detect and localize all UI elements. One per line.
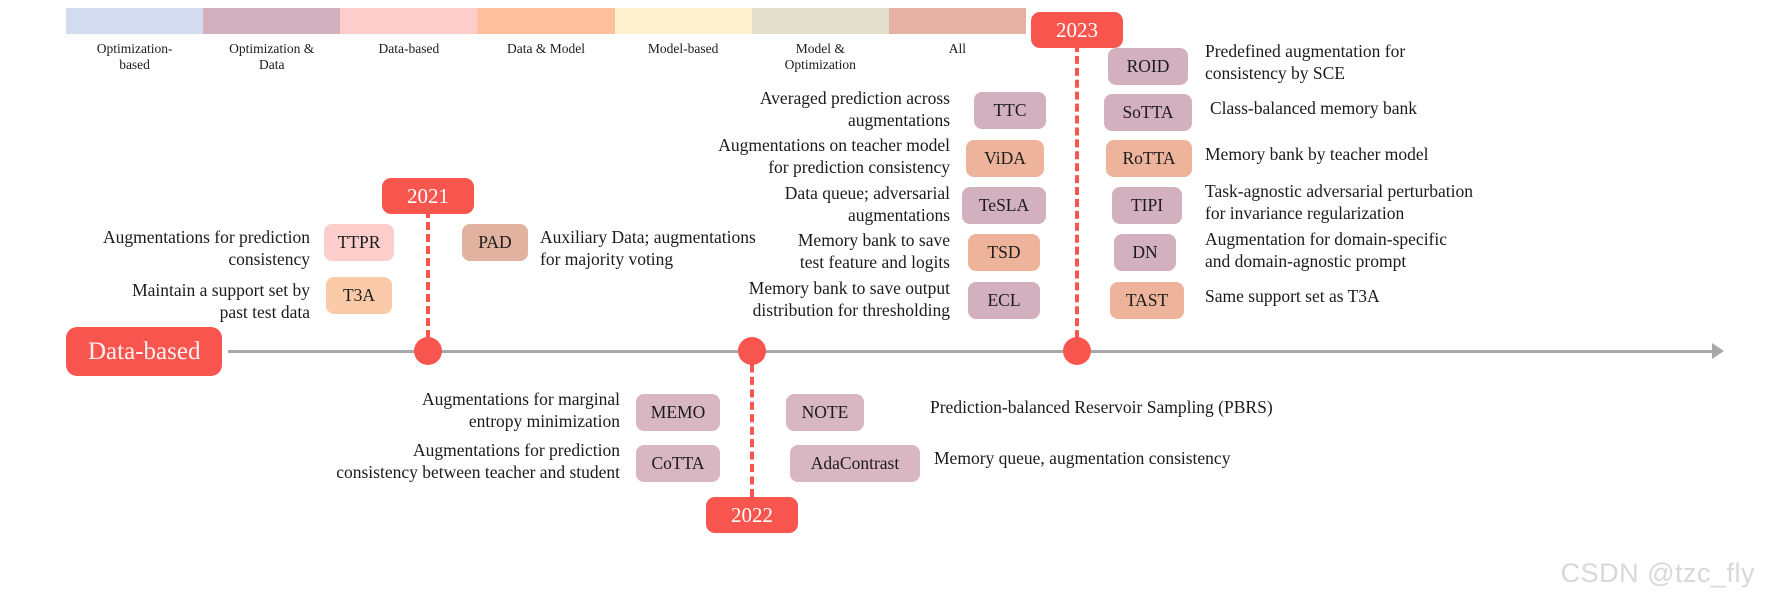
method-pill-vida[interactable]: ViDA	[966, 140, 1044, 177]
method-pill-ecl[interactable]: ECL	[968, 282, 1040, 319]
method-description-tast: Same support set as T3A	[1205, 286, 1380, 306]
method-description-adacontrast: Memory queue, augmentation consistency	[934, 448, 1231, 468]
method-pill-tast[interactable]: TAST	[1110, 282, 1184, 319]
method-description-rotta: Memory bank by teacher model	[1205, 144, 1429, 164]
method-pill-note[interactable]: NOTE	[786, 394, 864, 431]
legend-labels: Optimization-based Optimization &Data Data…	[66, 41, 1026, 73]
legend-swatch-0	[66, 8, 204, 34]
year-connector-2022	[750, 352, 754, 497]
method-pill-memo[interactable]: MEMO	[636, 394, 720, 431]
legend-color-bars	[66, 8, 1026, 34]
method-pill-rotta[interactable]: RoTTA	[1106, 140, 1192, 177]
legend-swatch-4	[614, 8, 752, 34]
method-pill-tesla[interactable]: TeSLA	[962, 187, 1046, 224]
legend-label-1: Optimization &Data	[229, 41, 315, 72]
method-pill-pad[interactable]: PAD	[462, 224, 528, 261]
timeline-arrow-icon	[1712, 343, 1724, 359]
method-pill-tipi[interactable]: TIPI	[1112, 187, 1182, 224]
method-pill-roid[interactable]: ROID	[1108, 48, 1188, 85]
method-description-note: Prediction-balanced Reservoir Sampling (…	[930, 397, 1273, 417]
watermark: CSDN @tzc_fly	[1560, 558, 1755, 588]
method-pill-ttpr[interactable]: TTPR	[324, 224, 394, 261]
legend-label-5: Model &Optimization	[784, 41, 856, 72]
timeline-node-1[interactable]	[738, 337, 766, 365]
legend-swatch-2	[340, 8, 478, 34]
category-legend: Optimization-based Optimization &Data Data…	[66, 8, 1026, 73]
timeline-axis	[228, 350, 1718, 353]
year-badge-2021[interactable]: 2021	[382, 178, 474, 214]
legend-swatch-3	[477, 8, 615, 34]
method-pill-cotta[interactable]: CoTTA	[636, 445, 720, 482]
legend-swatch-6	[888, 8, 1026, 34]
method-pill-sotta[interactable]: SoTTA	[1104, 94, 1192, 131]
year-badge-2023[interactable]: 2023	[1031, 12, 1123, 48]
year-connector-2021	[426, 210, 430, 350]
legend-label-4: Model-based	[647, 41, 719, 56]
legend-swatch-5	[751, 8, 889, 34]
legend-label-3: Data & Model	[507, 41, 585, 56]
method-pill-ttc[interactable]: TTC	[974, 92, 1046, 129]
method-pill-dn[interactable]: DN	[1114, 234, 1176, 271]
timeline-node-0[interactable]	[414, 337, 442, 365]
method-description-sotta: Class-balanced memory bank	[1210, 98, 1418, 118]
legend-label-2: Data-based	[378, 41, 440, 56]
legend-label-0: Optimization-based	[96, 41, 173, 72]
timeline-node-2[interactable]	[1063, 337, 1091, 365]
legend-swatch-1	[203, 8, 341, 34]
legend-label-6: All	[948, 41, 967, 56]
section-badge: Data-based	[66, 327, 223, 376]
method-pill-t3a[interactable]: T3A	[326, 277, 392, 314]
year-badge-2022[interactable]: 2022	[706, 497, 798, 533]
method-pill-adacontrast[interactable]: AdaContrast	[790, 445, 920, 482]
year-connector-2023	[1075, 44, 1079, 350]
method-pill-tsd[interactable]: TSD	[968, 234, 1040, 271]
